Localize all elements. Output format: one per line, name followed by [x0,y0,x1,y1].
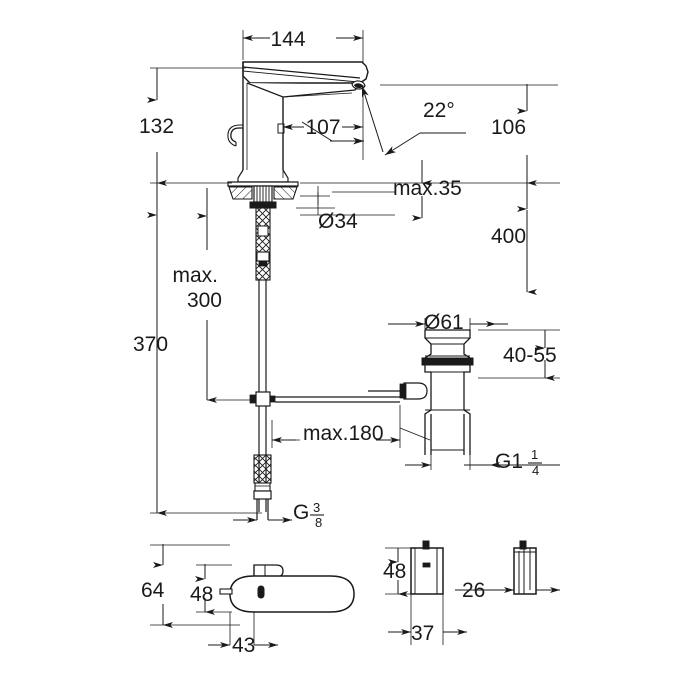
dim-g38-prefix: G [293,501,309,524]
dim-dia34: Ø34 [318,210,358,233]
dim-144: 144 [270,28,305,51]
label-g114: G1 1 4 [495,447,542,478]
dim-max180: max.180 [303,422,384,445]
dim-g38-den: 8 [315,515,322,530]
dim-132: 132 [139,115,174,138]
dim-angle-22: 22° [423,99,455,122]
dim-g114-den: 4 [532,463,539,478]
dim-37: 37 [411,622,434,645]
plan-view [219,564,355,613]
side-view [410,540,444,595]
dim-43: 43 [232,634,255,657]
dimension-lines [147,35,560,648]
waste-assembly [368,329,474,455]
dim-max-label: max. [172,264,218,287]
dim-400: 400 [491,225,526,248]
dim-40-55: 40-55 [503,344,557,367]
label-g38: G 3 8 [293,500,324,530]
dim-max-300: 300 [187,289,222,312]
dim-dia61: Ø61 [424,311,464,334]
dim-g114-prefix: G1 [495,450,523,473]
back-view [513,540,537,595]
dimension-labels: 144 132 107 22° 106 max.35 Ø34 400 max. … [133,28,557,657]
dim-107: 107 [305,116,340,139]
dim-370: 370 [133,333,168,356]
leader-lines [301,85,466,156]
dim-64: 64 [141,579,165,602]
dim-g114-num: 1 [531,447,538,462]
dim-side-48: 48 [383,560,406,583]
dim-max35: max.35 [393,177,462,200]
dim-g38-num: 3 [313,500,320,515]
dim-plan-48: 48 [190,583,213,606]
dim-26: 26 [462,579,485,602]
dim-106: 106 [491,116,526,139]
